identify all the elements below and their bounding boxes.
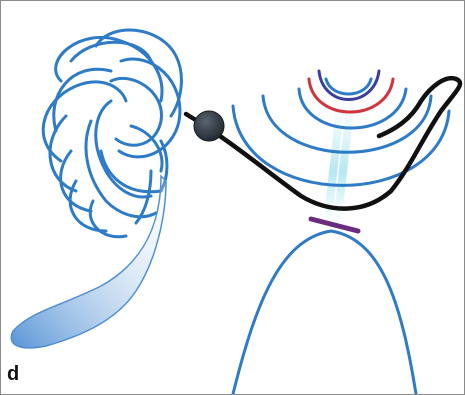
panel-label: d — [7, 364, 19, 384]
teardrop-lobe — [11, 176, 166, 348]
junction-node — [194, 111, 224, 141]
cable — [186, 78, 460, 208]
bottom-curve — [233, 231, 416, 394]
